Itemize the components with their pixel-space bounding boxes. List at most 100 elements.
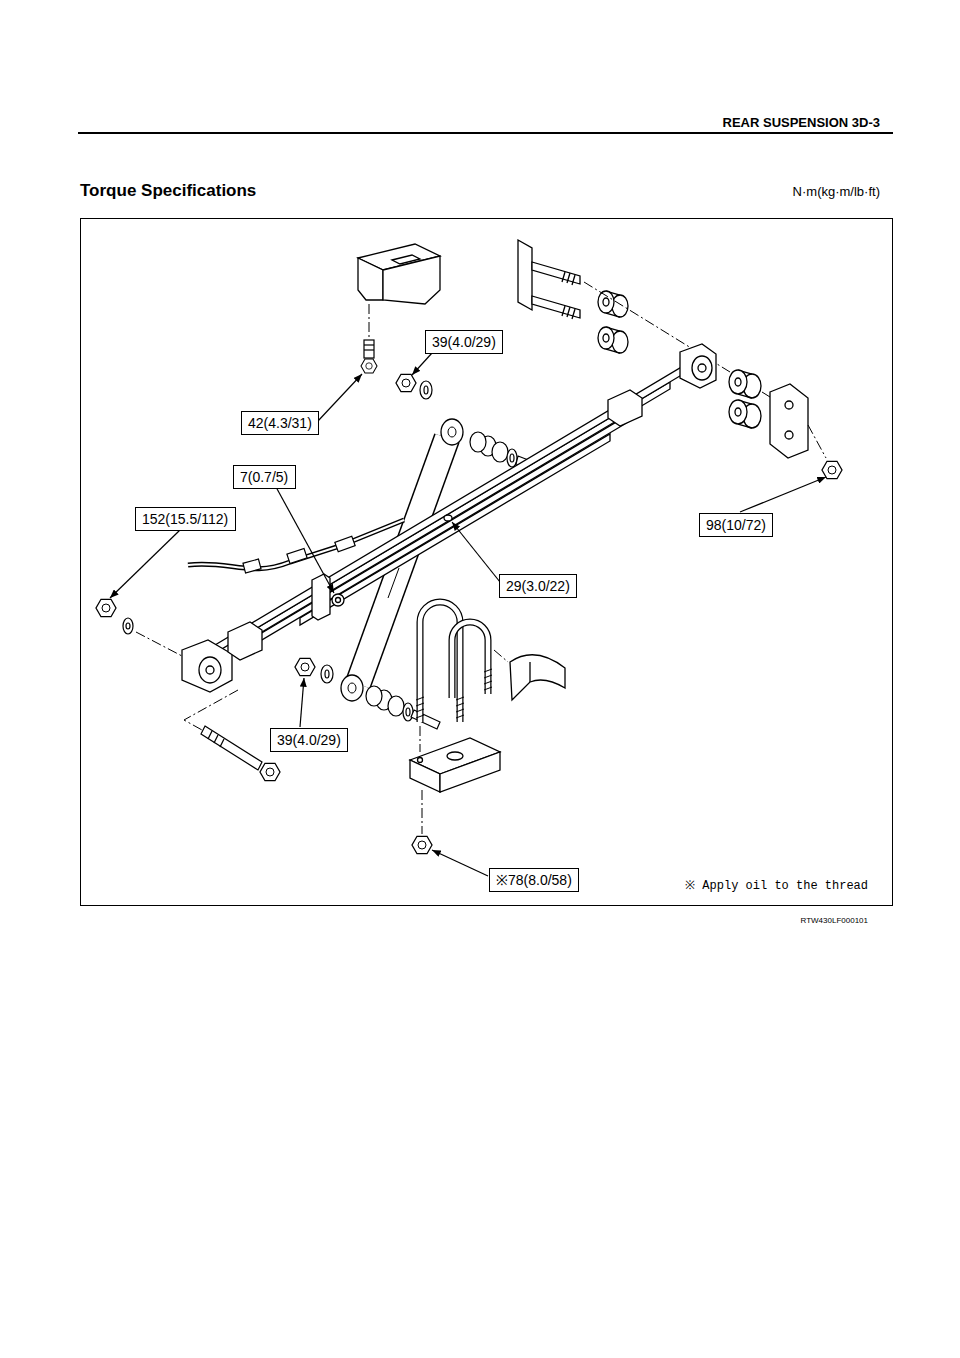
centre-line [762, 392, 770, 397]
shackle-bushing [598, 291, 614, 313]
stopper-bolt [361, 340, 377, 373]
spring-plate [410, 760, 440, 792]
leader-arrow [412, 353, 432, 375]
hex-nut [822, 461, 842, 478]
torque-callout: 42(4.3/31) [241, 411, 319, 435]
u-bolt [416, 697, 424, 700]
leaf-spring [444, 515, 452, 521]
shackle-bracket [567, 273, 570, 283]
centre-line [136, 632, 182, 656]
spring-plate [410, 738, 500, 792]
u-bolt [416, 715, 424, 718]
torque-callout: 7(0.7/5) [233, 465, 296, 489]
leaf-spring [698, 364, 706, 372]
spring-plate [447, 752, 463, 760]
spring-seat [510, 655, 565, 700]
shackle-bracket [532, 262, 580, 284]
u-bolt [484, 675, 492, 678]
torque-callout: 39(4.0/29) [270, 728, 348, 752]
header-rule [78, 133, 893, 134]
hex-nut [96, 599, 116, 616]
figure-code: RTW430LF000101 [801, 916, 868, 925]
shock-absorber [441, 419, 463, 445]
shackle-bracket [562, 272, 565, 282]
torque-value: 152(15.5/112) [142, 510, 228, 528]
header-rule [78, 132, 893, 134]
u-bolt [452, 622, 488, 698]
stopper-bolt [361, 359, 377, 373]
u-bolt [416, 709, 424, 712]
leaf-spring [680, 344, 716, 388]
washer [123, 381, 432, 683]
shock-bushing [510, 454, 514, 462]
spring-bolt [214, 735, 218, 743]
leaf-spring [300, 434, 610, 625]
shock-bushing [492, 442, 508, 462]
parking-cable [243, 559, 261, 573]
shackle-bushing [598, 327, 614, 349]
note-text: ※ Apply oil to the thread [683, 876, 870, 893]
leader-arrow [110, 530, 180, 598]
shackle-plate [770, 384, 808, 458]
torque-value: 7(0.7/5) [240, 468, 288, 486]
leader-arrow [276, 487, 334, 593]
spring-bolt [201, 726, 262, 770]
centre-line [136, 632, 238, 730]
shackle-bracket [562, 306, 565, 316]
torque-callout: 152(15.5/112) [135, 507, 236, 531]
centre-line [584, 282, 826, 458]
leader-arrow [110, 353, 826, 876]
shock-absorber [448, 427, 456, 437]
shock-bushing [411, 710, 440, 729]
leader-arrow [432, 850, 488, 876]
shackle-bushing [735, 408, 741, 416]
washer [424, 386, 428, 394]
stopper-bolt [364, 349, 374, 350]
hex-nut [396, 374, 416, 391]
shackle-bushing [738, 394, 752, 398]
leaf-spring [210, 362, 690, 656]
torque-value: 39(4.0/29) [277, 731, 341, 749]
spring-plate [418, 758, 423, 763]
torque-value: 98(10/72) [706, 516, 766, 534]
shackle-bracket [572, 275, 575, 285]
leaf-spring [206, 666, 214, 674]
u-bolt [456, 703, 464, 706]
page-header: REAR SUSPENSION 3D-3 [723, 115, 880, 130]
shock-bushing [366, 686, 382, 706]
washer [321, 665, 333, 683]
spring-plate [440, 752, 500, 792]
shock-absorber [341, 675, 363, 701]
u-bolt [416, 669, 492, 718]
hex-nut [96, 374, 432, 853]
washer [325, 670, 329, 678]
bump-stopper [358, 258, 383, 300]
shackle-plate [785, 431, 793, 439]
u-bolt [456, 715, 464, 718]
shackle-bushing [612, 295, 628, 317]
spring-bolt [260, 763, 280, 780]
spring-seat [510, 655, 565, 700]
washer [420, 381, 432, 399]
centre-line [369, 304, 370, 340]
leaf-spring [199, 657, 221, 683]
shackle-bushing [598, 291, 761, 428]
leader-arrow [300, 678, 304, 727]
torque-callout: 29(3.0/22) [499, 574, 577, 598]
shackle-bushing [603, 334, 609, 342]
leaf-spring [182, 640, 232, 692]
unit-note: N·m(kg·m/lb·ft) [793, 184, 880, 199]
centre-line [369, 304, 370, 340]
shock-bushing [406, 708, 410, 716]
bump-stopper [392, 255, 420, 264]
centre-line [420, 726, 421, 752]
figure-frame: ※ Apply oil to the thread 39(4.0/29) 42(4.… [80, 218, 893, 906]
torque-value: ※78(8.0/58) [496, 871, 572, 889]
torque-value: 39(4.0/29) [432, 333, 496, 351]
u-bolt [484, 687, 492, 690]
bump-stopper [383, 256, 440, 304]
stopper-bolt [364, 344, 374, 345]
shackle-plate [785, 401, 793, 409]
u-bolt [456, 709, 464, 712]
